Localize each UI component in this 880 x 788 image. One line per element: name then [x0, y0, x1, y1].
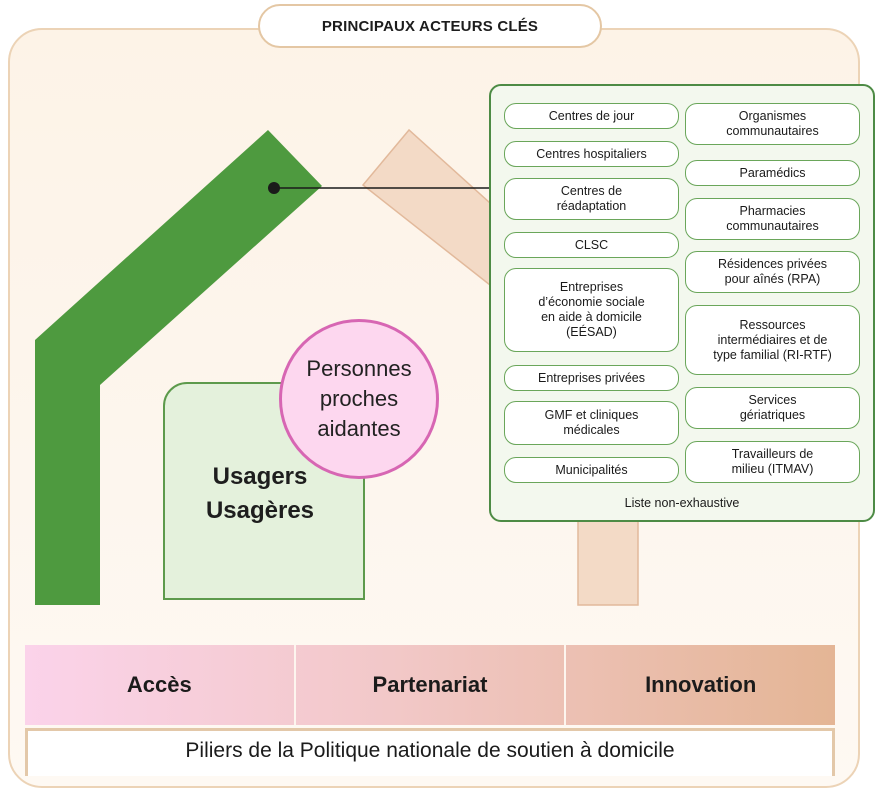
pillar-acces: Accès [126, 672, 192, 697]
pillars-bar: Accès Partenariat Innovation [25, 645, 835, 725]
actor-itmav: Travailleurs de milieu (ITMAV) [685, 441, 860, 483]
connector-dot [268, 182, 280, 194]
pillar-partenariat: Partenariat [293, 645, 565, 725]
actor-centres-readaptation: Centres de réadaptation [504, 178, 679, 220]
actor-gmf-cliniques: GMF et cliniques médicales [504, 401, 679, 445]
actor-centres-hospitaliers: Centres hospitaliers [504, 141, 679, 167]
actor-eesad: Entreprises d’économie sociale en aide à… [504, 268, 679, 352]
list-note: Liste non-exhaustive [624, 496, 740, 510]
house-roof-left [35, 130, 322, 605]
actor-centres-de-jour: Centres de jour [504, 103, 679, 129]
pillar-innovation: Innovation [564, 645, 835, 725]
actor-services-geriatriques: Services gériatriques [685, 387, 860, 429]
proches-aidants-circle: Personnes proches aidantes [279, 319, 439, 479]
proches-line-2: proches [319, 386, 399, 411]
actor-ri-rtf: Ressources intermédiaires et de type fam… [685, 305, 860, 375]
actor-paramedics: Paramédics [685, 160, 860, 186]
usagers-label: Usagers Usagères [190, 460, 330, 528]
proches-line-3: aidantes [317, 416, 401, 441]
pillars-caption: Piliers de la Politique nationale de sou… [25, 728, 835, 776]
usagers-line-1: Usagers [212, 463, 308, 490]
actor-pharmacies: Pharmacies communautaires [685, 198, 860, 240]
actor-rpa: Résidences privées pour aînés (RPA) [685, 251, 860, 293]
usagers-line-2: Usagères [205, 497, 315, 524]
actor-municipalites: Municipalités [504, 457, 679, 483]
actor-clsc: CLSC [504, 232, 679, 258]
actor-entreprises-privees: Entreprises privées [504, 365, 679, 391]
diagram-title: PRINCIPAUX ACTEURS CLÉS [258, 4, 602, 48]
proches-line-1: Personnes [306, 356, 412, 381]
actor-organismes-communautaires: Organismes communautaires [685, 103, 860, 145]
